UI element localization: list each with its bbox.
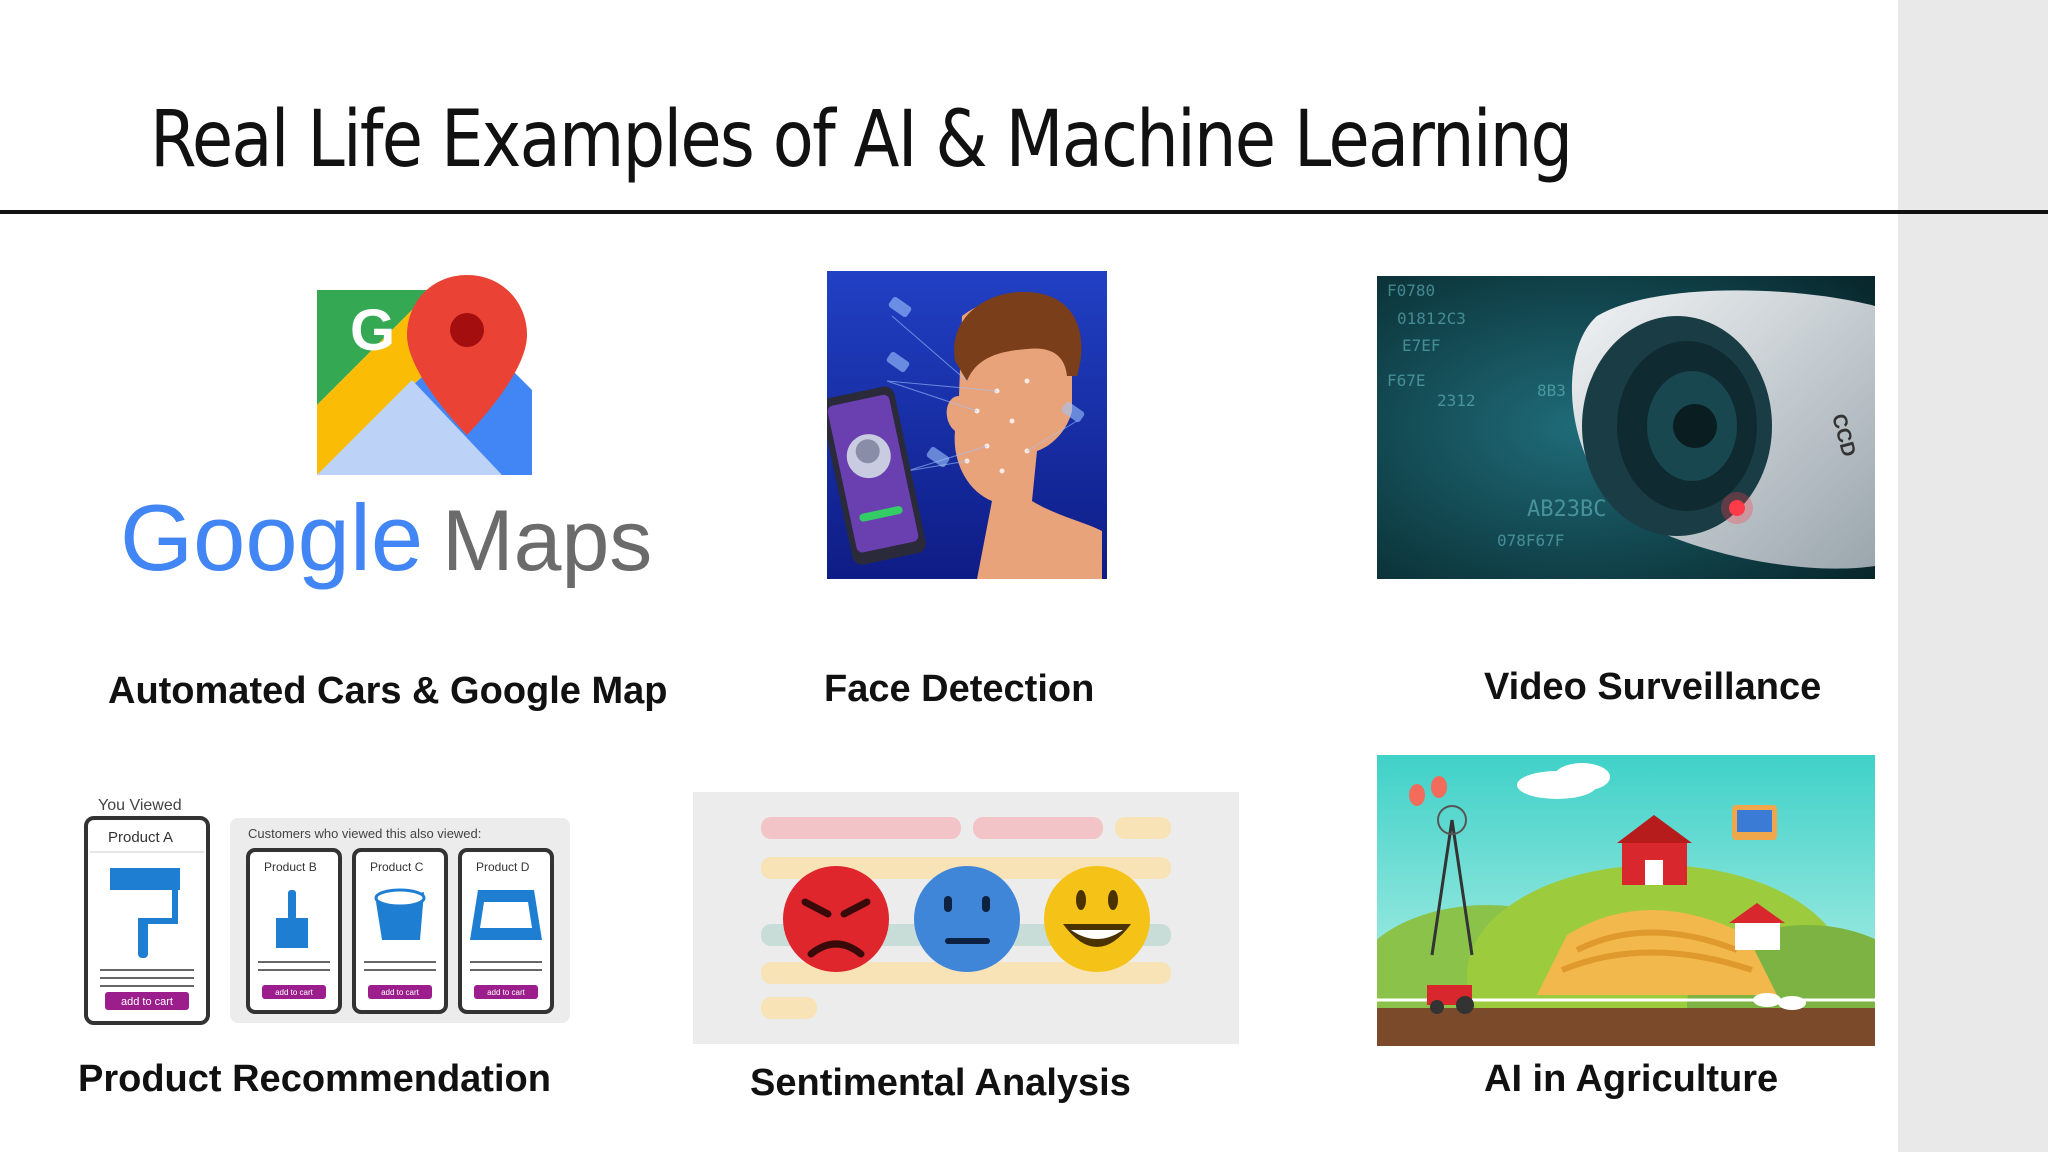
slide-title: Real Life Examples of AI & Machine Learn… bbox=[150, 95, 1573, 185]
product-recommendation-icon: You Viewed Customers who viewed this als… bbox=[80, 790, 580, 1030]
google-wordmark: Google bbox=[120, 485, 423, 590]
svg-text:add to cart: add to cart bbox=[487, 988, 526, 997]
caption-product-recommendation: Product Recommendation bbox=[78, 1058, 551, 1100]
svg-text:2C3: 2C3 bbox=[1437, 309, 1466, 328]
cctv-camera-icon: F0780 0181 2C3 E7EF F67E 2312 8B3 AB23BC… bbox=[1377, 276, 1875, 579]
svg-text:078F67F: 078F67F bbox=[1497, 531, 1564, 550]
caption-face-detection: Face Detection bbox=[824, 668, 1095, 710]
svg-text:AB23BC: AB23BC bbox=[1527, 497, 1606, 522]
svg-text:add to cart: add to cart bbox=[381, 988, 420, 997]
smart-farm-icon bbox=[1377, 755, 1875, 1046]
svg-text:You Viewed: You Viewed bbox=[98, 797, 182, 814]
svg-text:add to cart: add to cart bbox=[121, 996, 173, 1008]
maps-wordmark: Maps bbox=[442, 493, 652, 589]
sentiment-emoji-icon bbox=[693, 792, 1239, 1044]
svg-text:F67E: F67E bbox=[1387, 371, 1426, 390]
caption-ai-agriculture: AI in Agriculture bbox=[1484, 1058, 1779, 1100]
svg-text:F0780: F0780 bbox=[1387, 281, 1435, 300]
svg-text:Product D: Product D bbox=[476, 860, 530, 874]
svg-text:8B3: 8B3 bbox=[1537, 381, 1566, 400]
svg-text:G: G bbox=[350, 298, 395, 363]
svg-text:2312: 2312 bbox=[1437, 391, 1476, 410]
title-divider bbox=[0, 210, 2048, 214]
face-detection-icon bbox=[827, 271, 1107, 579]
caption-video-surveillance: Video Surveillance bbox=[1484, 666, 1822, 708]
caption-automated-cars: Automated Cars & Google Map bbox=[108, 670, 668, 712]
svg-text:Product B: Product B bbox=[264, 860, 317, 874]
svg-text:Customers who viewed this also: Customers who viewed this also viewed: bbox=[248, 826, 481, 841]
svg-text:0181: 0181 bbox=[1397, 309, 1436, 328]
svg-text:Product C: Product C bbox=[370, 860, 424, 874]
side-panel bbox=[1898, 0, 2048, 1152]
svg-text:add to cart: add to cart bbox=[275, 988, 314, 997]
svg-text:E7EF: E7EF bbox=[1402, 336, 1441, 355]
svg-text:Product A: Product A bbox=[108, 829, 173, 846]
caption-sentiment-analysis: Sentimental Analysis bbox=[750, 1062, 1131, 1104]
google-maps-logo-icon: G Google Maps bbox=[112, 270, 672, 610]
